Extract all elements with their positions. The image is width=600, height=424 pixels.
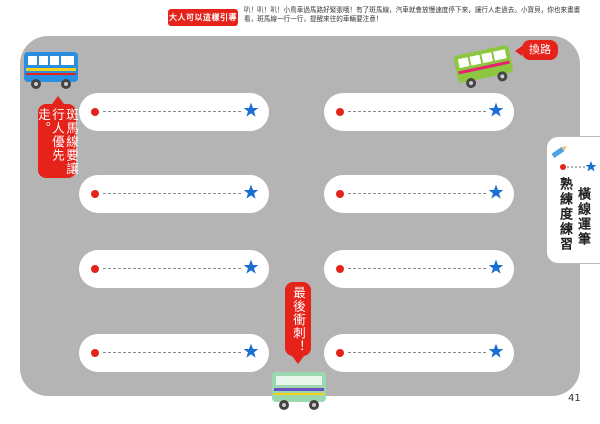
trace-guide-line[interactable] [103,352,241,353]
trace-lane-5[interactable] [79,250,269,288]
guide-tag: 大人可以這樣引導 [168,9,238,26]
start-dot [336,349,344,357]
start-dot [336,108,344,116]
trace-lane-1[interactable] [79,93,269,131]
callout-text: 最後衝刺！ [291,286,306,354]
blue-star-icon [243,259,259,274]
trace-lane-4[interactable] [324,175,514,213]
blue-star-icon [243,184,259,199]
intro-line-1: 叭！叭！叭！小鳥車過馬路好緊張哦！有了斑馬線，汽車就會放慢速度停下來，讓行人走過… [244,6,581,14]
callout-pedestrian-first: 斑馬線要讓行人優先走。 [36,96,79,178]
green-bus-icon [453,45,513,89]
start-dot [91,190,99,198]
callout-text: 斑馬線要讓行人優先走。 [36,108,79,176]
trace-guide-line[interactable] [348,111,486,112]
start-dot [91,108,99,116]
trace-lane-8[interactable] [324,334,514,372]
blue-star-icon [243,343,259,358]
callout-text: 換路 [529,43,551,56]
start-dot [91,349,99,357]
blue-star-icon [488,184,504,199]
trace-lane-3[interactable] [79,175,269,213]
intro-text: 叭！叭！叭！小鳥車過馬路好緊張哦！有了斑馬線，汽車就會放慢速度停下來，讓行人走過… [244,6,580,24]
trace-guide-line[interactable] [103,268,241,269]
start-dot [336,265,344,273]
trace-lane-6[interactable] [324,250,514,288]
trace-guide-line[interactable] [103,193,241,194]
section-tab: 橫線運筆 熟練度練習 [546,136,600,264]
page-number: 41 [568,393,581,404]
trace-guide-line[interactable] [348,352,486,353]
pencil-trace-icon [551,146,597,172]
trace-guide-line[interactable] [103,111,241,112]
trace-lane-2[interactable] [324,93,514,131]
blue-star-icon [488,102,504,117]
intro-line-2: 看，斑馬線一行一行，提醒來往的車輛要注意！ [244,15,383,23]
blue-star-icon [488,343,504,358]
blue-star-icon [243,102,259,117]
start-dot [91,265,99,273]
blue-bus-icon [24,52,78,89]
trace-guide-line[interactable] [348,268,486,269]
start-dot [336,190,344,198]
section-title: 橫線運筆 [575,187,590,247]
blue-star-icon [488,259,504,274]
trace-lane-7[interactable] [79,334,269,372]
trace-guide-line[interactable] [348,193,486,194]
mint-bus-icon [272,372,326,410]
callout-change-road: 換路 [515,40,558,60]
section-subtitle: 熟練度練習 [557,177,572,252]
callout-final-sprint: 最後衝刺！ [285,282,311,364]
